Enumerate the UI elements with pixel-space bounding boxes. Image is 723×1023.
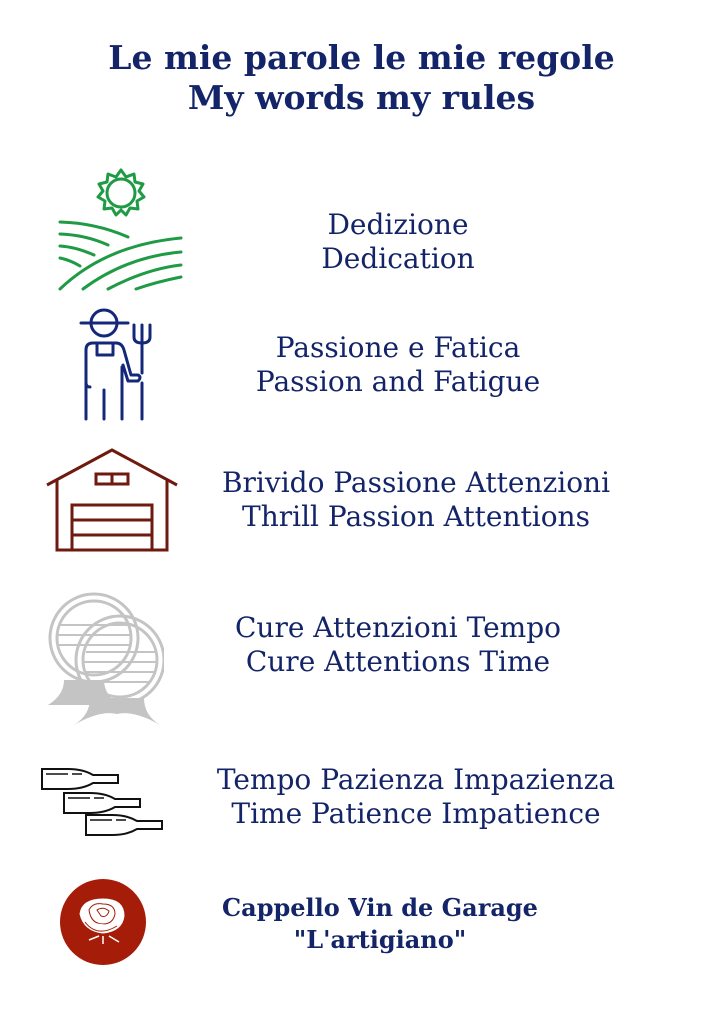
- item-english: Dedication: [321, 242, 475, 275]
- title-english: My words my rules: [187, 78, 536, 117]
- item-italian: Tempo Pazienza Impazienza: [216, 763, 616, 796]
- page-title: Le mie parole le mie regole My words my …: [0, 38, 723, 118]
- farmer-icon: [79, 308, 152, 421]
- item-english: Time Patience Impatience: [231, 797, 601, 830]
- item-italian: Cure Attenzioni Tempo: [234, 611, 562, 644]
- item-english: Cure Attentions Time: [245, 645, 551, 678]
- barrels-icon: [48, 592, 164, 725]
- item-thrill: Brivido Passione Attenzioni Thrill Passi…: [222, 466, 610, 534]
- garage-icon: [46, 448, 178, 552]
- brand-name: Cappello Vin de Garage: [222, 893, 538, 922]
- item-brand: Cappello Vin de Garage "L'artigiano": [222, 892, 538, 956]
- item-italian: Passione e Fatica: [275, 331, 521, 364]
- title-italian: Le mie parole le mie regole: [108, 38, 615, 77]
- rose-logo-icon: [60, 879, 146, 965]
- brand-tagline: "L'artigiano": [293, 925, 467, 954]
- item-english: Thrill Passion Attentions: [242, 500, 590, 533]
- item-english: Passion and Fatigue: [255, 365, 541, 398]
- sun-fields-icon: [58, 168, 183, 291]
- item-time-patience: Tempo Pazienza Impazienza Time Patience …: [217, 763, 615, 831]
- item-passion-fatigue: Passione e Fatica Passion and Fatigue: [256, 331, 540, 399]
- item-cure: Cure Attenzioni Tempo Cure Attentions Ti…: [235, 611, 561, 679]
- item-dedication: Dedizione Dedication: [321, 208, 474, 276]
- item-italian: Brivido Passione Attenzioni: [221, 466, 611, 499]
- item-italian: Dedizione: [327, 208, 469, 241]
- wine-bottles-icon: [41, 768, 163, 836]
